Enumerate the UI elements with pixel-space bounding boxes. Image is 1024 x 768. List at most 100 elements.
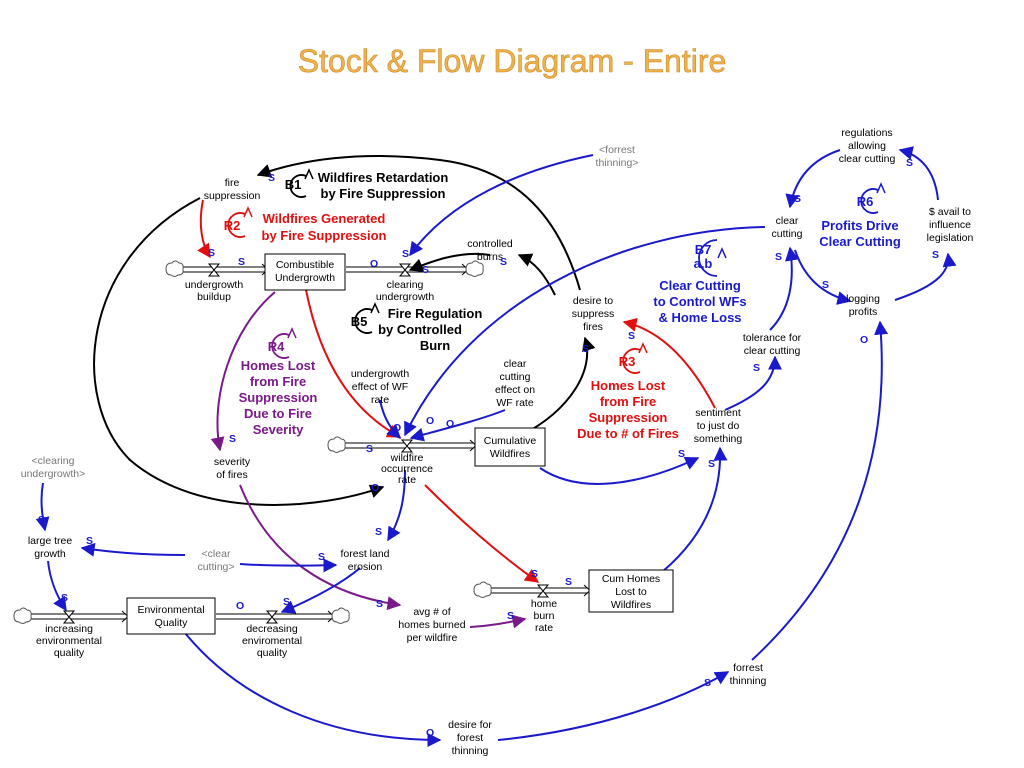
source-sink-clouds	[13, 260, 492, 624]
svg-text:O: O	[370, 258, 378, 270]
cloud-icon	[165, 260, 184, 277]
svg-text:S: S	[283, 596, 290, 608]
variable-clearing-undergrowth: clearing undergrowth	[376, 279, 435, 303]
svg-text:Quality: Quality	[155, 617, 188, 629]
loop-b1: B1 Wildfires Retardation by Fire Suppres…	[285, 168, 449, 201]
svg-text:forest: forest	[457, 732, 483, 744]
svg-text:Due to # of Fires: Due to # of Fires	[577, 426, 679, 441]
causal-links	[35, 146, 957, 747]
svg-text:severity: severity	[214, 456, 251, 468]
variable-large-tree-growth: large tree growth	[28, 535, 73, 560]
svg-text:S: S	[794, 193, 801, 205]
svg-text:S: S	[238, 256, 245, 268]
svg-text:Homes Lost: Homes Lost	[591, 378, 666, 393]
valve-icon	[207, 263, 221, 277]
svg-text:S: S	[582, 343, 589, 355]
svg-text:by Fire Suppression: by Fire Suppression	[262, 228, 387, 243]
svg-text:suppression: suppression	[204, 190, 261, 202]
svg-text:Cum Homes: Cum Homes	[602, 573, 660, 585]
svg-text:a,b: a,b	[694, 256, 713, 271]
svg-text:from Fire: from Fire	[600, 394, 656, 409]
svg-text:O: O	[236, 600, 244, 612]
shadow-clear-cutting: <clear cutting>	[197, 548, 234, 573]
svg-text:O: O	[446, 418, 454, 430]
svg-text:avg # of: avg # of	[413, 606, 450, 618]
svg-text:Burn: Burn	[420, 338, 450, 353]
svg-text:forrest: forrest	[733, 662, 763, 674]
cloud-icon	[473, 581, 492, 598]
svg-text:to just do: to just do	[697, 420, 740, 432]
loop-r3: R3 Homes Lost from Fire Suppression Due …	[577, 342, 679, 441]
svg-text:fires: fires	[583, 321, 603, 333]
svg-text:undergrowth: undergrowth	[185, 279, 244, 291]
svg-text:S: S	[366, 443, 373, 455]
svg-text:per wildfire: per wildfire	[407, 632, 458, 644]
svg-text:O: O	[426, 415, 434, 427]
variable-increasing-environmental-quality: increasing environmental quality	[36, 623, 102, 659]
variable-desire-to-suppress-fires: desire to suppress fires	[572, 295, 615, 333]
svg-text:Wildfires Retardation: Wildfires Retardation	[318, 170, 449, 185]
svg-text:Suppression: Suppression	[239, 390, 318, 405]
svg-text:Wildfires: Wildfires	[490, 448, 530, 460]
svg-text:S: S	[822, 279, 829, 291]
loop-b7: B7 a,b Clear Cutting to Control WFs & Ho…	[653, 239, 747, 325]
svg-text:sentiment: sentiment	[695, 407, 741, 419]
svg-text:wildfire: wildfire	[390, 452, 424, 464]
polarity-markers: S S S O S S S S S O O O S O S S S S S S …	[38, 157, 939, 739]
variable-regulations-allowing: regulations allowing clear cutting	[839, 127, 896, 165]
svg-text:thinning: thinning	[730, 675, 767, 687]
svg-text:O: O	[426, 727, 434, 739]
variable-logging-profits: logging profits	[846, 293, 880, 318]
svg-text:Combustible: Combustible	[276, 259, 335, 271]
loop-r4: R4 Homes Lost from Fire Suppression Due …	[239, 327, 318, 437]
svg-text:decreasing: decreasing	[246, 623, 298, 635]
variable-desire-for-forest-thinning: desire for forest thinning	[448, 719, 492, 757]
svg-text:fire: fire	[225, 177, 240, 189]
shadow-clearing-undergrowth: <clearing undergrowth>	[21, 455, 86, 480]
loop-b5: B5 Fire Regulation by Controlled Burn	[351, 302, 482, 353]
svg-text:Undergrowth: Undergrowth	[275, 272, 335, 284]
svg-text:cutting: cutting	[772, 228, 803, 240]
svg-text:R4: R4	[268, 339, 285, 354]
svg-text:S: S	[708, 458, 715, 470]
svg-text:S: S	[628, 330, 635, 342]
svg-text:forest land: forest land	[340, 548, 389, 560]
svg-text:homes burned: homes burned	[398, 619, 465, 631]
svg-text:burn: burn	[533, 610, 554, 622]
svg-text:by Fire Suppression: by Fire Suppression	[321, 186, 446, 201]
variable-undergrowth-buildup: undergrowth buildup	[185, 279, 244, 303]
svg-text:B5: B5	[351, 314, 368, 329]
svg-text:B1: B1	[285, 177, 302, 192]
svg-text:rate: rate	[371, 394, 389, 406]
variable-avg-homes-burned: avg # of homes burned per wildfire	[398, 606, 465, 644]
svg-text:S: S	[932, 249, 939, 261]
svg-text:rate: rate	[398, 474, 416, 486]
valve-icon	[536, 584, 550, 598]
svg-text:enviromental: enviromental	[242, 635, 302, 647]
variable-severity-of-fires: severity of fires	[214, 456, 251, 481]
svg-text:to Control WFs: to Control WFs	[653, 294, 746, 309]
diagram-title: Stock & Flow Diagram - Entire	[298, 43, 727, 79]
svg-text:S: S	[531, 568, 538, 580]
svg-text:influence: influence	[929, 219, 971, 231]
valve-icon	[62, 610, 76, 624]
svg-text:Wildfires Generated: Wildfires Generated	[263, 211, 386, 226]
svg-text:undergrowth: undergrowth	[376, 291, 435, 303]
svg-text:<clearing: <clearing	[32, 455, 75, 467]
svg-text:desire to: desire to	[573, 295, 613, 307]
svg-text:increasing: increasing	[45, 623, 93, 635]
svg-text:$ avail to: $ avail to	[929, 206, 971, 218]
svg-text:quality: quality	[257, 647, 288, 659]
svg-text:burns: burns	[477, 251, 503, 263]
variable-undergrowth-effect: undergrowth effect of WF rate	[351, 368, 410, 406]
valve-icon	[398, 263, 412, 277]
svg-text:occurrence: occurrence	[381, 463, 433, 475]
svg-text:Severity: Severity	[253, 422, 304, 437]
svg-text:home: home	[531, 598, 557, 610]
svg-text:O: O	[371, 482, 379, 494]
stock-combustible-undergrowth: Combustible Undergrowth	[264, 253, 346, 291]
svg-text:undergrowth>: undergrowth>	[21, 468, 86, 480]
svg-text:S: S	[268, 172, 275, 184]
svg-text:S: S	[61, 592, 68, 604]
